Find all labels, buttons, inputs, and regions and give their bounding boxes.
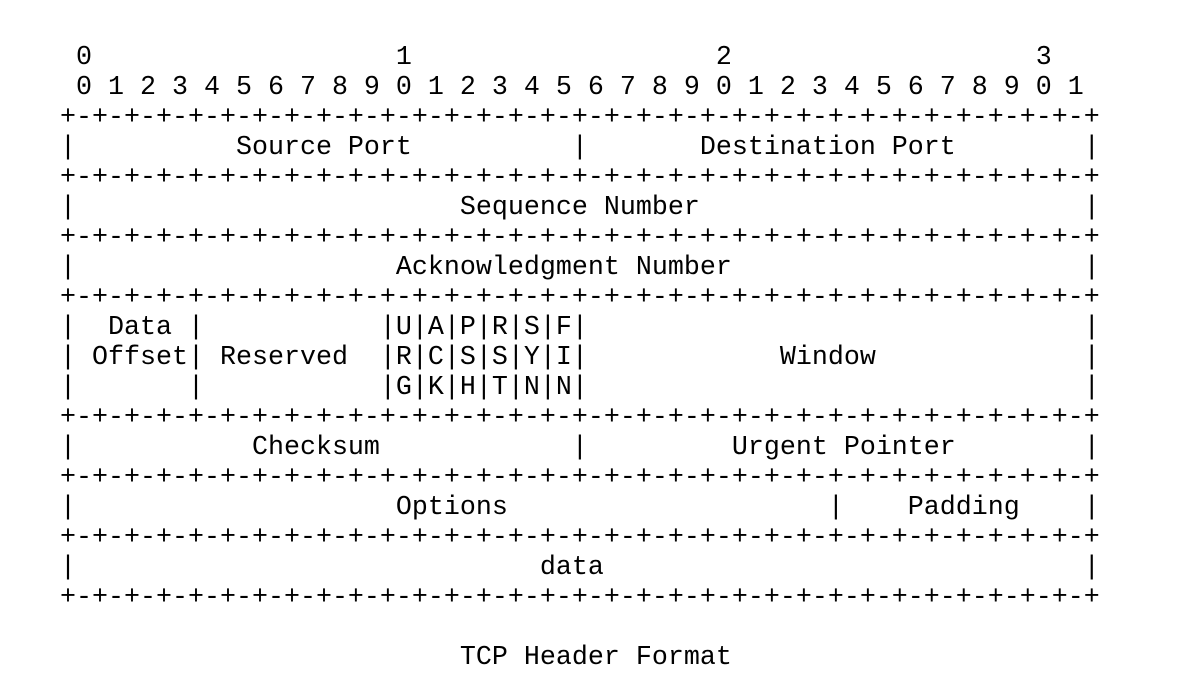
row-flags-line-2: | Offset| Reserved |R|C|S|S|Y|I| Window … bbox=[60, 343, 1100, 373]
row-options-padding: | Options | Padding | bbox=[60, 493, 1100, 523]
row-checksum-urgent: | Checksum | Urgent Pointer | bbox=[60, 433, 1100, 463]
tcp-header-diagram: 0 1 2 3 0 1 2 3 4 5 6 7 8 9 0 1 2 3 4 5 … bbox=[60, 43, 1100, 673]
row-flags-line-3: | | |G|K|H|T|N|N| | bbox=[60, 373, 1100, 403]
spacer bbox=[60, 613, 1100, 643]
row-flags-line-1: | Data | |U|A|P|R|S|F| | bbox=[60, 313, 1100, 343]
row-sequence-number: | Sequence Number | bbox=[60, 193, 1100, 223]
row-border: +-+-+-+-+-+-+-+-+-+-+-+-+-+-+-+-+-+-+-+-… bbox=[60, 283, 1100, 313]
bit-ruler-tens: 0 1 2 3 bbox=[60, 43, 1052, 73]
row-data: | data | bbox=[60, 553, 1100, 583]
row-ports: | Source Port | Destination Port | bbox=[60, 133, 1100, 163]
row-border: +-+-+-+-+-+-+-+-+-+-+-+-+-+-+-+-+-+-+-+-… bbox=[60, 583, 1100, 613]
row-border: +-+-+-+-+-+-+-+-+-+-+-+-+-+-+-+-+-+-+-+-… bbox=[60, 103, 1100, 133]
row-border: +-+-+-+-+-+-+-+-+-+-+-+-+-+-+-+-+-+-+-+-… bbox=[60, 403, 1100, 433]
row-border: +-+-+-+-+-+-+-+-+-+-+-+-+-+-+-+-+-+-+-+-… bbox=[60, 223, 1100, 253]
row-acknowledgment-number: | Acknowledgment Number | bbox=[60, 253, 1100, 283]
row-border: +-+-+-+-+-+-+-+-+-+-+-+-+-+-+-+-+-+-+-+-… bbox=[60, 163, 1100, 193]
bit-ruler-units: 0 1 2 3 4 5 6 7 8 9 0 1 2 3 4 5 6 7 8 9 … bbox=[60, 73, 1084, 103]
row-border: +-+-+-+-+-+-+-+-+-+-+-+-+-+-+-+-+-+-+-+-… bbox=[60, 523, 1100, 553]
row-border: +-+-+-+-+-+-+-+-+-+-+-+-+-+-+-+-+-+-+-+-… bbox=[60, 463, 1100, 493]
diagram-caption: TCP Header Format bbox=[60, 643, 732, 673]
